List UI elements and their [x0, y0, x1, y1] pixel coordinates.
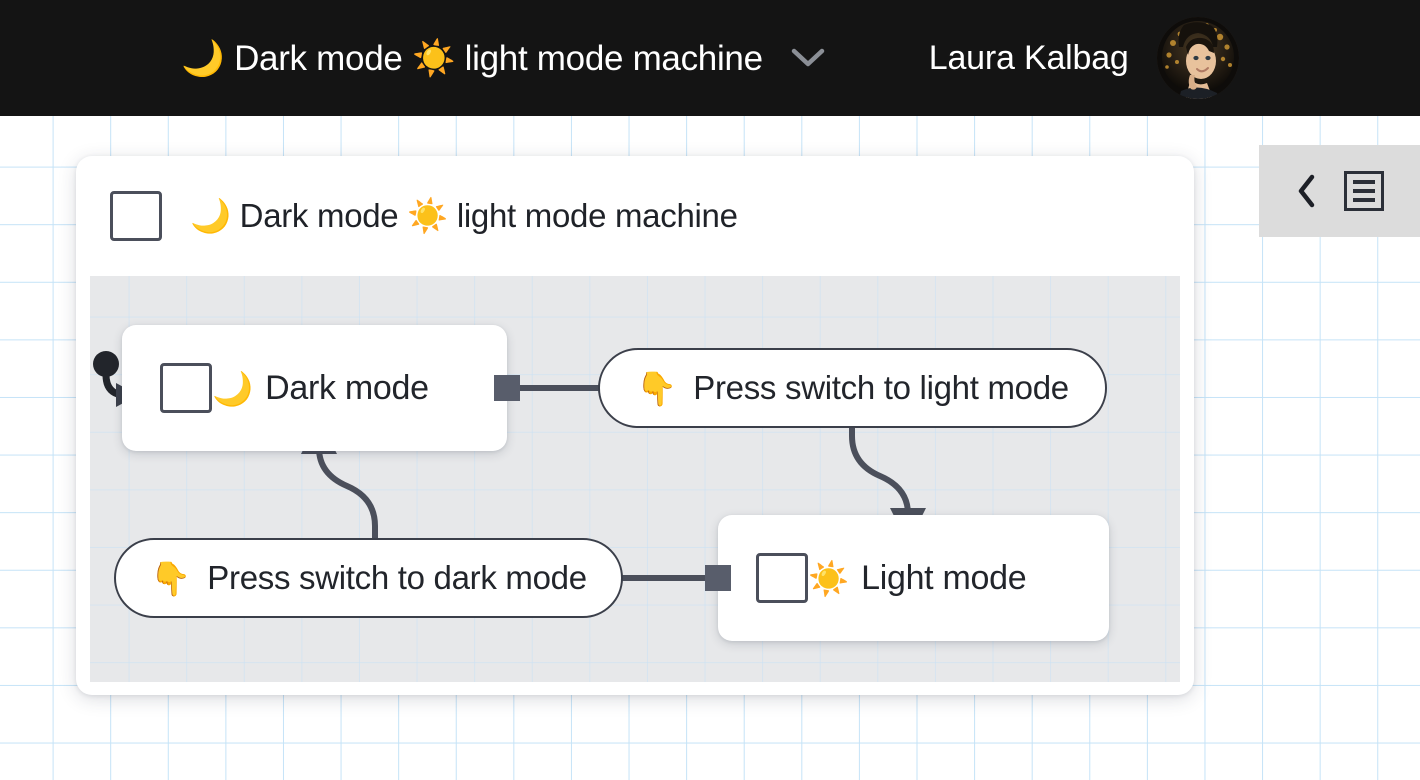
event-label-press-switch-to-light-mode: Press switch to light mode: [693, 369, 1069, 406]
port-dark-mode-out[interactable]: [494, 375, 520, 401]
chevron-left-icon[interactable]: [1296, 173, 1318, 209]
port-light-mode-in[interactable]: [705, 565, 731, 591]
chevron-down-icon[interactable]: [791, 47, 825, 69]
event-node-press-switch-to-dark-mode[interactable]: 👇 Press switch to dark mode: [114, 538, 623, 618]
sun-emoji: ☀️: [808, 559, 850, 597]
moon-emoji: 🌙: [212, 369, 254, 407]
hamburger-menu-icon[interactable]: [1343, 171, 1384, 211]
machine-name: 🌙 Dark mode ☀️ light mode machine: [190, 196, 738, 234]
user-name: Laura Kalbag: [928, 38, 1129, 77]
state-node-dark-mode[interactable]: 🌙 Dark mode: [122, 325, 507, 451]
state-node-icon: [160, 363, 212, 413]
avatar[interactable]: [1156, 17, 1239, 99]
machine-card[interactable]: 🌙 Dark mode ☀️ light mode machine 🌙 Dark…: [76, 156, 1194, 695]
machine-title-header: 🌙 Dark mode ☀️ light mode machine: [181, 38, 763, 78]
machine-card-header: 🌙 Dark mode ☀️ light mode machine: [76, 156, 1194, 276]
pointing-down-emoji: 👇: [636, 369, 678, 407]
state-label-dark-mode: Dark mode: [265, 368, 429, 407]
event-node-press-switch-to-light-mode[interactable]: 👇 Press switch to light mode: [598, 348, 1107, 428]
app-header: 🌙 Dark mode ☀️ light mode machine Laura …: [0, 0, 1420, 116]
state-label-light-mode: Light mode: [861, 558, 1027, 597]
pointing-down-emoji: 👇: [150, 559, 192, 597]
machine-graph-area[interactable]: 🌙 Dark mode 👇 Press switch to light mode…: [90, 276, 1180, 682]
state-node-icon: [110, 191, 162, 241]
event-label-press-switch-to-dark-mode: Press switch to dark mode: [207, 559, 587, 596]
state-node-icon: [756, 553, 808, 603]
state-node-light-mode-main[interactable]: ☀️ Light mode: [718, 515, 1109, 641]
panel-toggle-bar[interactable]: [1259, 145, 1420, 237]
